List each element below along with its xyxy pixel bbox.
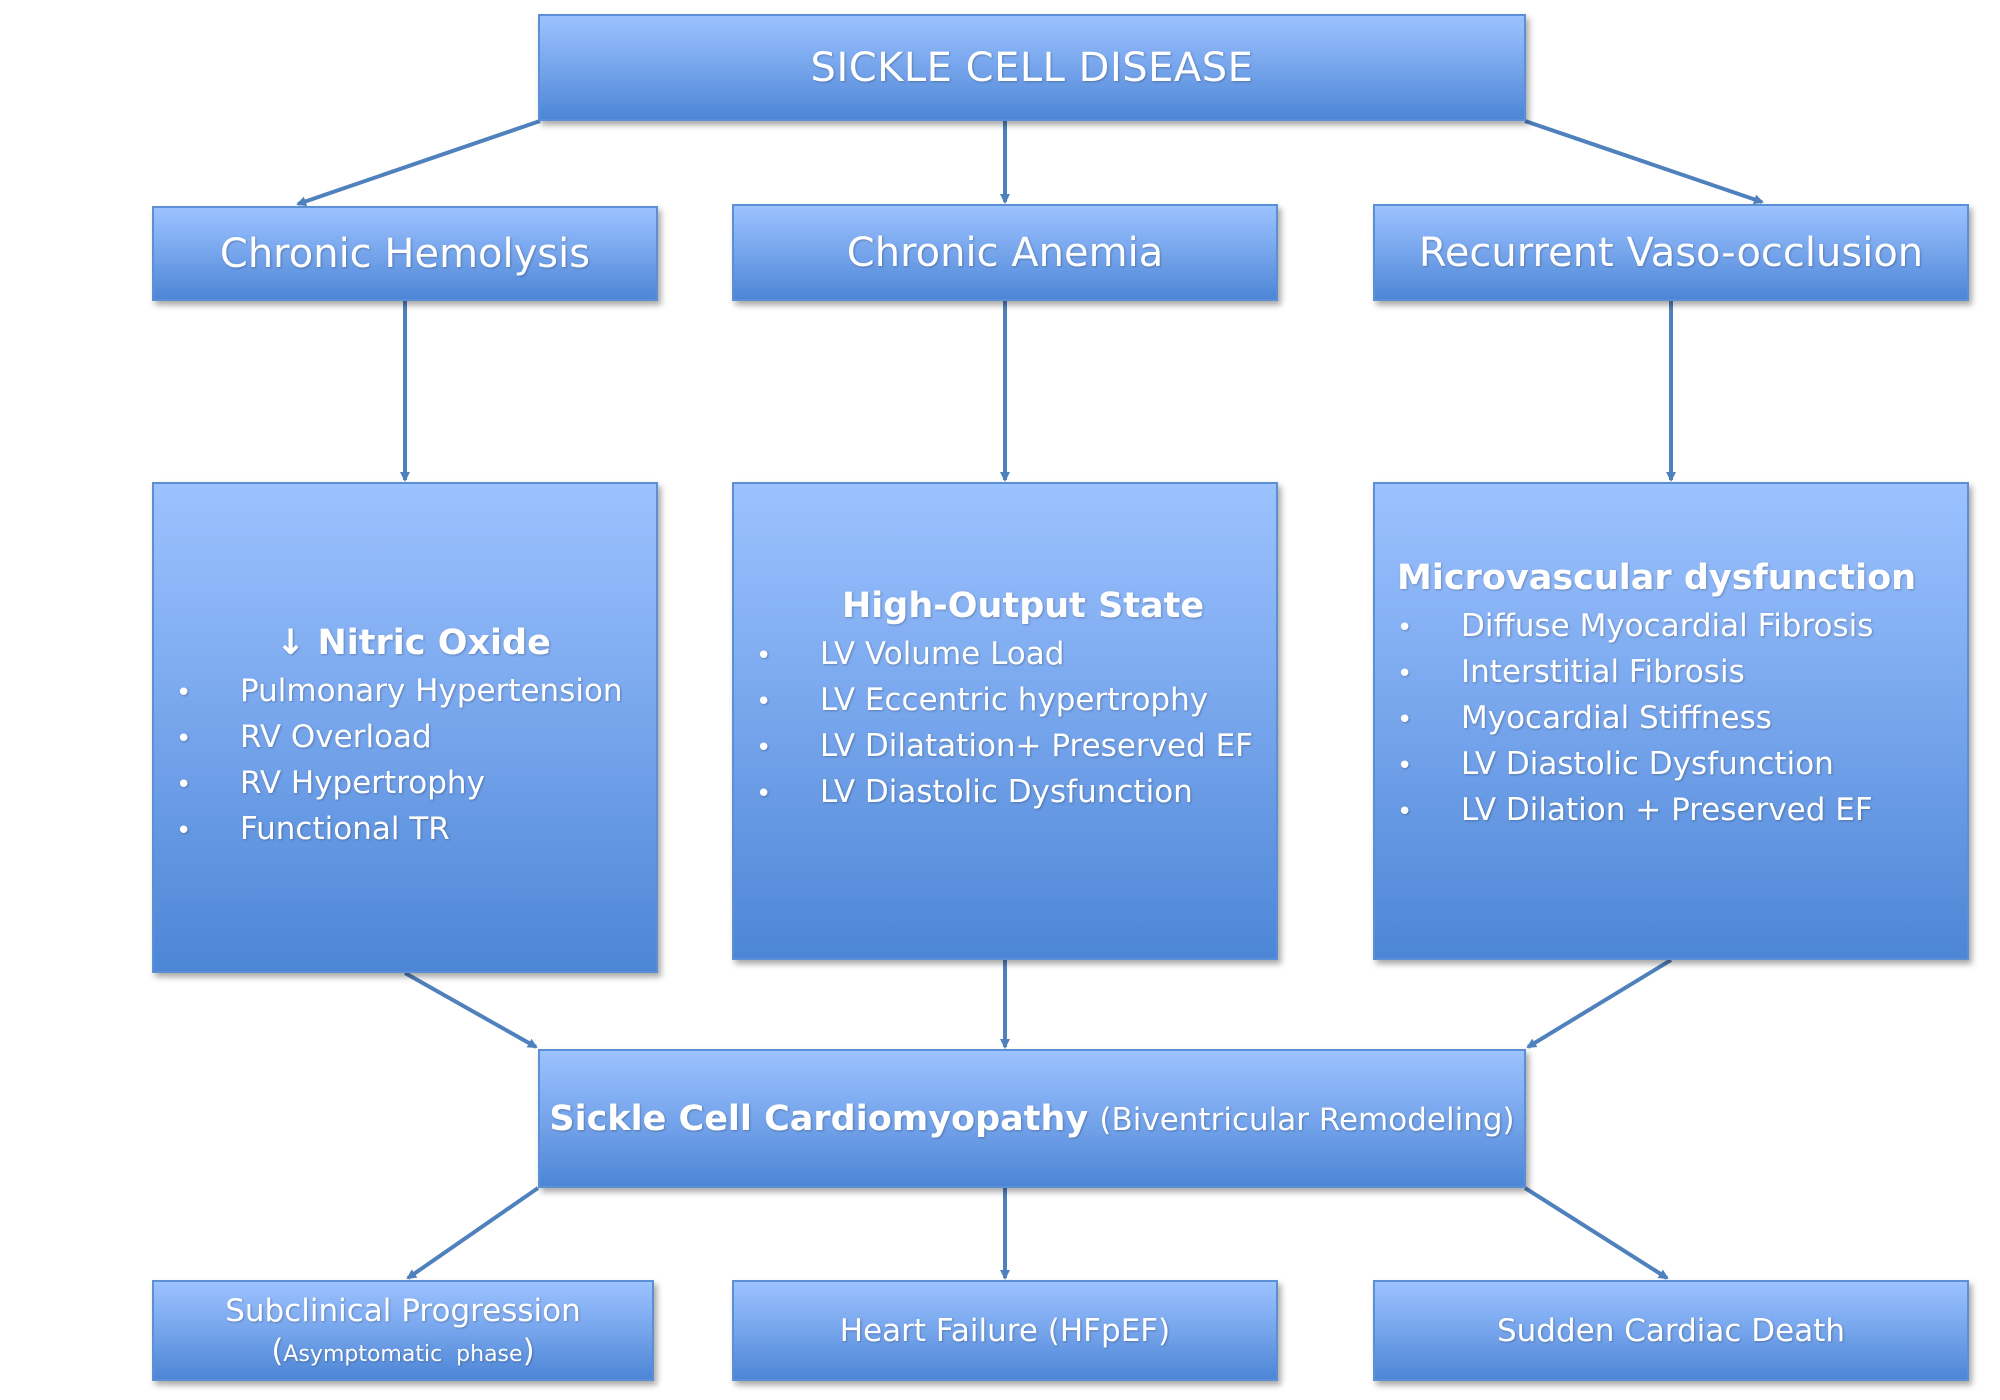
recurrent-vaso-occlusion-box: Recurrent Vaso-occlusion: [1373, 204, 1969, 301]
microvascular-dysfunction-heading: Microvascular dysfunction: [1397, 558, 1917, 598]
chronic-hemolysis-label: Chronic Hemolysis: [219, 230, 591, 277]
list-item: •Myocardial Stiffness: [1397, 696, 1967, 742]
list-item: •LV Diastolic Dysfunction: [756, 770, 1276, 816]
bullet-icon: •: [756, 687, 772, 717]
list-item: •Pulmonary Hypertension: [176, 669, 656, 715]
list-item: •Diffuse Myocardial Fibrosis: [1397, 604, 1967, 650]
nitric-oxide-box: ↓ Nitric Oxide •Pulmonary Hypertension •…: [152, 482, 658, 973]
arrow-cardio-to-scd: [1523, 1186, 1669, 1280]
high-output-state-box: High-Output State •LV Volume Load •LV Ec…: [732, 482, 1278, 960]
bullet-icon: •: [176, 769, 192, 800]
bullet-icon: •: [1397, 705, 1413, 735]
bullet-icon: •: [756, 733, 772, 763]
microvascular-dysfunction-box: Microvascular dysfunction •Diffuse Myoca…: [1373, 482, 1969, 960]
cardiomyopathy-label: Sickle Cell Cardiomyopathy: [549, 1098, 1089, 1139]
bullet-icon: •: [176, 815, 192, 846]
sudden-cardiac-death-label: Sudden Cardiac Death: [1496, 1312, 1846, 1349]
chronic-hemolysis-box: Chronic Hemolysis: [152, 206, 658, 301]
list-item: •LV Dilatation+ Preserved EF: [756, 724, 1276, 770]
chronic-anemia-box: Chronic Anemia: [732, 204, 1278, 301]
list-item: •LV Diastolic Dysfunction: [1397, 742, 1967, 788]
recurrent-vaso-occlusion-label: Recurrent Vaso-occlusion: [1418, 229, 1924, 276]
bullet-icon: •: [756, 779, 772, 809]
bullet-icon: •: [1397, 751, 1413, 781]
list-item: •LV Volume Load: [756, 632, 1276, 678]
sickle-cell-disease-label: SICKLE CELL DISEASE: [810, 44, 1254, 91]
high-output-state-list: •LV Volume Load •LV Eccentric hypertroph…: [756, 632, 1276, 816]
bullet-icon: •: [1397, 797, 1413, 827]
list-item: •Interstitial Fibrosis: [1397, 650, 1967, 696]
list-item: •Functional TR: [176, 807, 656, 853]
list-item: •RV Hypertrophy: [176, 761, 656, 807]
list-item: •RV Overload: [176, 715, 656, 761]
bullet-icon: •: [756, 641, 772, 671]
arrow-cardio-to-subclinical: [406, 1186, 540, 1280]
biventricular-remodeling-label: (Biventricular Remodeling): [1099, 1101, 1515, 1138]
heart-failure-label: Heart Failure (HFpEF): [839, 1312, 1171, 1349]
sickle-cell-cardiomyopathy-box: Sickle Cell Cardiomyopathy (Biventricula…: [538, 1049, 1526, 1188]
heart-failure-box: Heart Failure (HFpEF): [732, 1280, 1278, 1381]
bullet-icon: •: [176, 723, 192, 754]
bullet-icon: •: [1397, 613, 1413, 643]
bullet-icon: •: [176, 677, 192, 708]
bullet-icon: •: [1397, 659, 1413, 689]
arrow-nitric-to-cardio: [404, 971, 538, 1049]
arrow-top-to-vaso: [1524, 119, 1764, 205]
chronic-anemia-label: Chronic Anemia: [846, 229, 1164, 276]
nitric-oxide-heading-text: Nitric Oxide: [317, 622, 551, 663]
sickle-cell-disease-box: SICKLE CELL DISEASE: [538, 14, 1526, 121]
asymptomatic-phase-note: (Asymptomatic phase): [271, 1332, 535, 1369]
nitric-oxide-list: •Pulmonary Hypertension •RV Overload •RV…: [176, 669, 656, 853]
nitric-oxide-heading: ↓ Nitric Oxide: [176, 623, 656, 663]
arrow-top-to-hemolysis: [296, 119, 541, 207]
down-arrow-icon: ↓: [276, 622, 306, 663]
microvascular-dysfunction-list: •Diffuse Myocardial Fibrosis •Interstiti…: [1397, 604, 1967, 834]
arrow-micro-to-cardio: [1526, 958, 1673, 1049]
sudden-cardiac-death-box: Sudden Cardiac Death: [1373, 1280, 1969, 1381]
subclinical-progression-box: Subclinical Progression (Asymptomatic ph…: [152, 1280, 654, 1381]
subclinical-progression-label: Subclinical Progression: [225, 1292, 581, 1329]
high-output-state-heading: High-Output State: [842, 586, 1205, 626]
list-item: •LV Eccentric hypertrophy: [756, 678, 1276, 724]
list-item: •LV Dilation + Preserved EF: [1397, 788, 1967, 834]
